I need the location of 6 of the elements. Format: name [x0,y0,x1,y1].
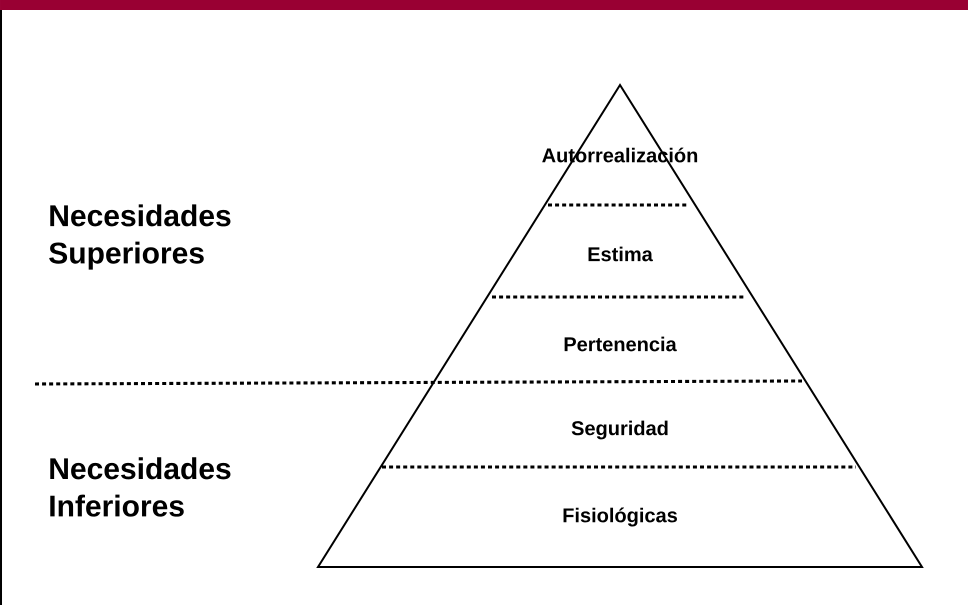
level-label: Pertenencia [564,336,677,352]
group-label: Necesidades Inferiores [50,457,230,517]
group-label: Necesidades Superiores [49,204,230,270]
level-label: Seguridad [572,420,668,440]
level-label: Fisiológicas [564,508,677,526]
level-label: Estima [588,246,653,262]
